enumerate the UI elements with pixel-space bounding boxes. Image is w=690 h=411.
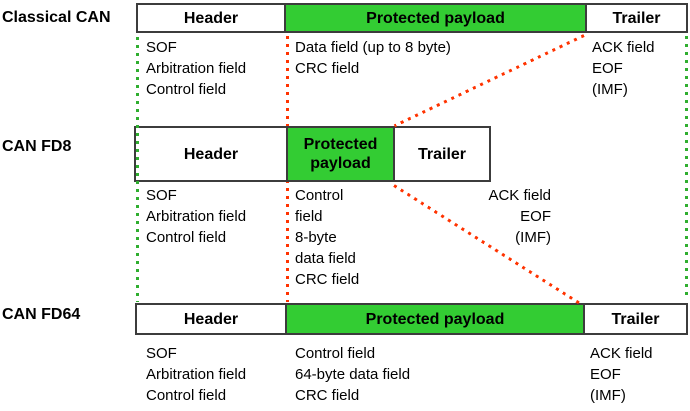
frame-bar-classical-can: Header Protected payload Trailer (136, 3, 688, 33)
dotted-line-trailer-end-green (685, 36, 688, 298)
frame-bar-can-fd64: Header Protected payload Trailer (135, 303, 688, 335)
segment-trailer: Trailer (611, 310, 660, 328)
header-fields-classical-can: SOF Arbitration field Control field (146, 39, 247, 98)
header-fields-can-fd8: SOF Arbitration field Control field (146, 187, 247, 246)
dotted-line-header-start-green (136, 37, 139, 302)
row-label-classical-can: Classical CAN (2, 9, 111, 26)
segment-trailer: Trailer (417, 145, 467, 163)
segment-header: Header (183, 145, 239, 163)
segment-protected-payload: Protected payload (284, 5, 587, 31)
segment-header: Header (183, 310, 239, 328)
segment-protected-payload: Protected payload (285, 305, 585, 333)
frame-bar-can-fd8: Header Protected payload Trailer (134, 126, 491, 182)
payload-fields-classical-can: Data field (up to 8 byte) CRC field (295, 39, 451, 77)
trailer-fields-classical-can: ACK field EOF (IMF) (592, 39, 655, 98)
header-fields-can-fd64: SOF Arbitration field Control field (146, 345, 247, 404)
payload-fields-can-fd8: Control field 8-byte data field CRC fiel… (295, 187, 360, 288)
trailer-fields-can-fd8: ACK field EOF (IMF) (488, 187, 551, 246)
segment-header: Header (183, 9, 239, 27)
segment-trailer: Trailer (612, 9, 661, 27)
payload-fields-can-fd64: Control field 64-byte data field CRC fie… (295, 345, 411, 404)
row-label-can-fd64: CAN FD64 (2, 306, 81, 323)
trailer-fields-can-fd64: ACK field EOF (IMF) (590, 345, 653, 404)
segment-protected-payload: Protected payload (286, 128, 395, 180)
row-label-can-fd8: CAN FD8 (2, 138, 72, 155)
